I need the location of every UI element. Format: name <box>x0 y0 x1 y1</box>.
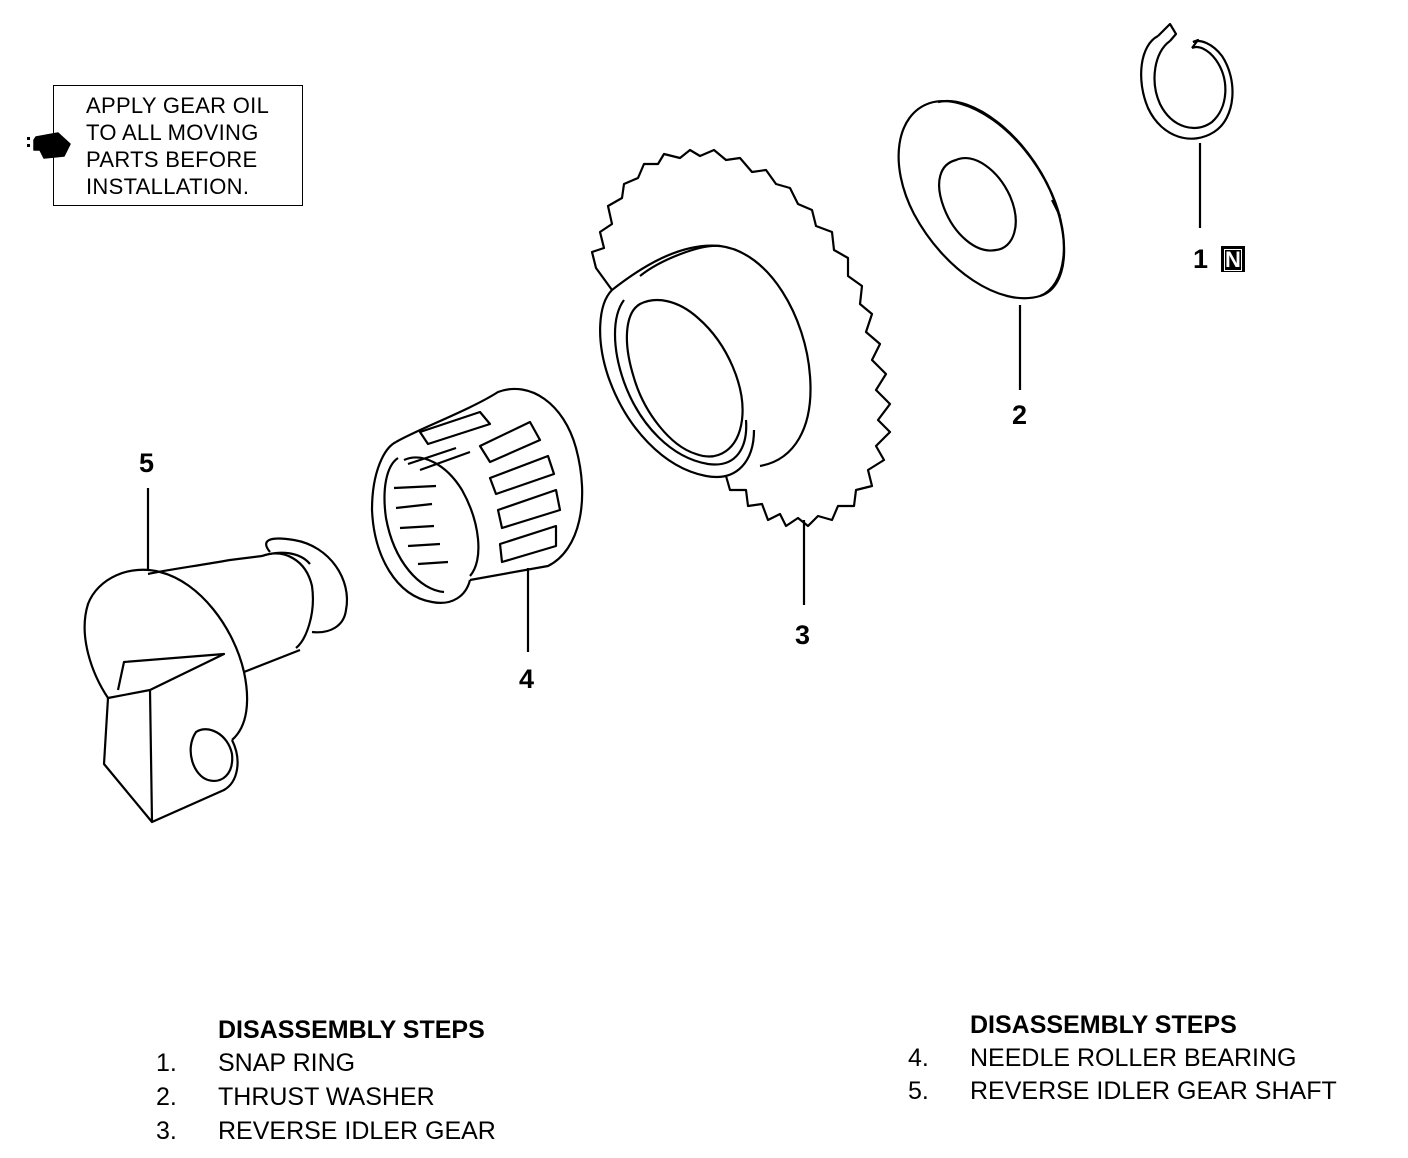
note-line-3: PARTS BEFORE <box>86 147 258 172</box>
step-label: REVERSE IDLER GEAR <box>218 1117 496 1145</box>
step-number: 5. <box>908 1077 929 1105</box>
reverse-idler-gear-part <box>590 148 892 605</box>
snap-ring-part <box>1140 22 1234 228</box>
callout-5: 5 <box>139 448 155 478</box>
steps-left-heading: DISASSEMBLY STEPS <box>218 1016 485 1044</box>
step-label: REVERSE IDLER GEAR SHAFT <box>970 1077 1337 1105</box>
step-label: SNAP RING <box>218 1049 356 1077</box>
oil-can-icon <box>27 132 71 159</box>
step-number: 4. <box>908 1044 929 1072</box>
callout-1: 1 <box>1193 244 1209 274</box>
new-part-badge-label: N <box>1224 247 1242 272</box>
step-number: 2. <box>156 1083 177 1111</box>
note-line-2: TO ALL MOVING <box>86 120 259 145</box>
note-line-1: APPLY GEAR OIL <box>86 93 270 118</box>
instruction-note-box: APPLY GEAR OIL TO ALL MOVING PARTS BEFOR… <box>53 85 303 206</box>
new-part-badge: N <box>1221 246 1245 272</box>
step-number: 3. <box>156 1117 177 1145</box>
callout-3: 3 <box>795 620 811 650</box>
step-label: NEEDLE ROLLER BEARING <box>970 1044 1297 1072</box>
callout-2: 2 <box>1012 400 1028 430</box>
thrust-washer-part <box>897 99 1066 390</box>
callout-4: 4 <box>519 664 535 694</box>
steps-right-heading: DISASSEMBLY STEPS <box>970 1011 1237 1039</box>
needle-roller-bearing-part <box>370 387 584 652</box>
reverse-idler-gear-shaft-part <box>83 488 349 824</box>
step-label: THRUST WASHER <box>218 1083 435 1111</box>
note-line-4: INSTALLATION. <box>86 174 250 199</box>
step-number: 1. <box>156 1049 177 1077</box>
